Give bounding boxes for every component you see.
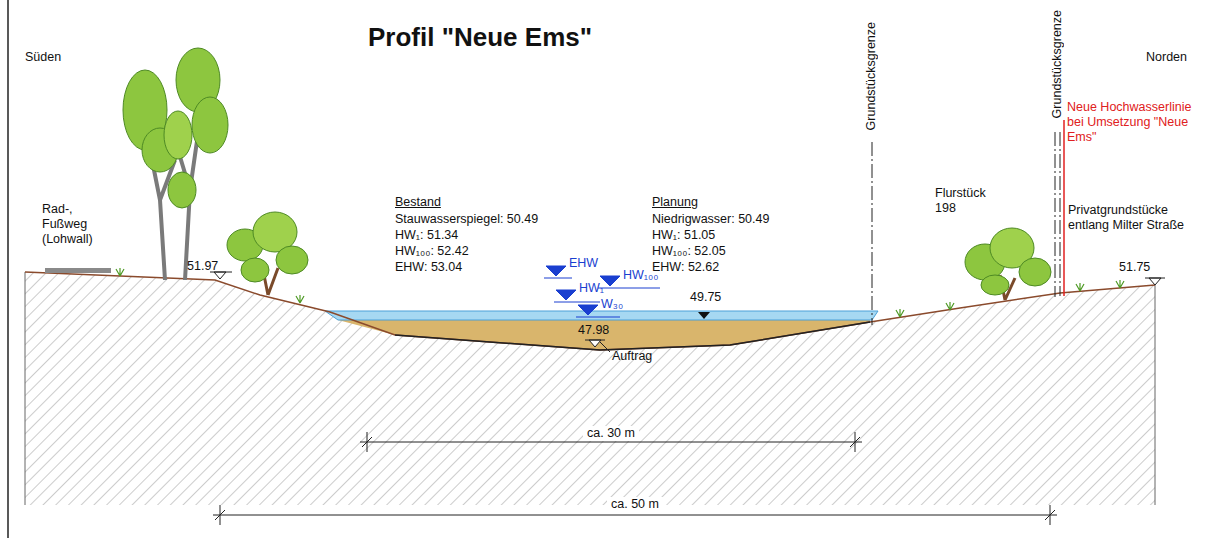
water-level-symbol-label: W₃₀ xyxy=(601,297,623,312)
height-markers xyxy=(210,272,1165,352)
section-heading: Planung xyxy=(652,195,698,210)
frame-line xyxy=(7,0,9,538)
water-level-value: EHW: 53.04 xyxy=(395,260,462,275)
property-lines xyxy=(872,132,1060,325)
path-label: Rad-, Fußweg (Lohwall) xyxy=(42,202,117,247)
parcel-label: Flurstück 198 xyxy=(935,186,1005,216)
property-label: Privatgrundstücke entlang Milter Straße xyxy=(1068,203,1198,233)
dimension-label: ca. 50 m xyxy=(607,497,663,512)
elevation-value: 51.75 xyxy=(1119,260,1150,275)
elevation-value: 49.75 xyxy=(690,290,721,305)
water-level-value: HW₁₀₀: 52.05 xyxy=(652,244,726,259)
direction-label: Süden xyxy=(25,50,61,65)
dimension-label: ca. 30 m xyxy=(583,426,639,441)
ground-hatch xyxy=(25,272,1155,505)
water-level-value: HW₁: 51.05 xyxy=(652,228,715,243)
flood-line xyxy=(1063,120,1065,296)
elevation-value: 47.98 xyxy=(578,323,609,338)
dimension-lines xyxy=(213,432,1057,525)
water-level-value: Niedrigwasser: 50.49 xyxy=(652,212,769,227)
water-level-symbol-label: EHW xyxy=(569,256,598,271)
water-body xyxy=(325,311,878,320)
trees xyxy=(123,48,1051,300)
elevation-value: 51.97 xyxy=(187,259,218,274)
property-line-label: Grundstücksgrenze xyxy=(864,22,879,130)
section-heading: Bestand xyxy=(395,195,441,210)
water-level-value: HW₁₀₀: 52.42 xyxy=(395,244,469,259)
ground-line xyxy=(25,272,1155,350)
flood-line-note: Neue Hochwasserlinie bei Umsetzung "Neue… xyxy=(1067,100,1205,145)
grass xyxy=(116,268,1124,317)
water-level-value: EHW: 52.62 xyxy=(652,260,719,275)
water-level-symbol-label: HW₁ xyxy=(579,281,604,296)
water-level-symbol-label: HW₁₀₀ xyxy=(623,268,658,283)
diagram-title: Profil "Neue Ems" xyxy=(368,22,592,52)
water-level-symbols xyxy=(544,266,660,317)
direction-label: Norden xyxy=(1146,50,1187,65)
cycle-path xyxy=(45,268,111,273)
property-line-label: Grundstücksgrenze xyxy=(1050,10,1065,118)
material-label: Auftrag xyxy=(612,349,652,364)
water-level-value: HW₁: 51.34 xyxy=(395,228,458,243)
water-level-value: Stauwasserspiegel: 50.49 xyxy=(395,212,538,227)
